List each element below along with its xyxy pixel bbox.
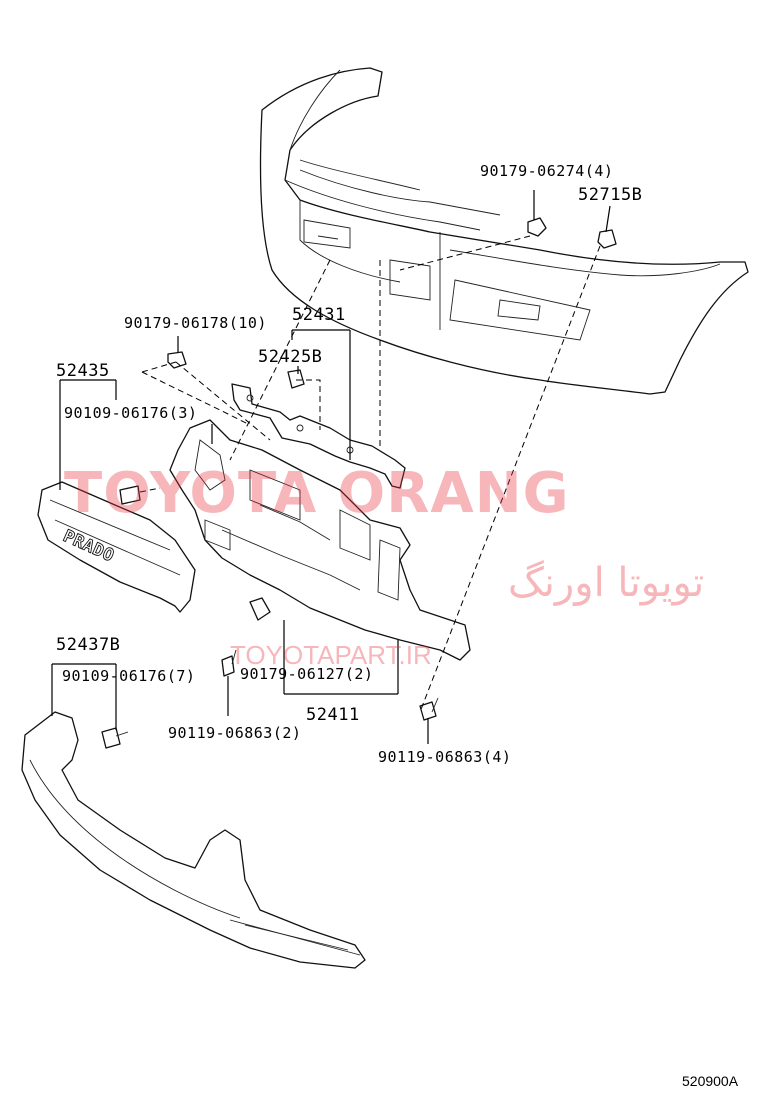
- label-90109-06176-b: 90109-06176(7): [62, 667, 195, 685]
- label-90179-06274: 90179-06274(4): [480, 162, 613, 180]
- label-52425B: 52425B: [258, 347, 322, 367]
- clip-icon: [101, 217, 617, 749]
- watermark-persian: تویوتا اورنگ: [508, 560, 704, 606]
- emblem-text: PRADO: [60, 526, 117, 566]
- label-52431: 52431: [292, 305, 346, 325]
- garnish-52435: [37, 481, 196, 613]
- watermark-url: TOYOTAPART.IR: [230, 640, 432, 670]
- bumper-cover: [259, 67, 749, 395]
- label-90119-06863-b: 90119-06863(4): [378, 748, 511, 766]
- lower-garnish-52437B: [21, 711, 366, 969]
- label-52435: 52435: [56, 361, 110, 381]
- label-90179-06178: 90179-06178(10): [124, 314, 267, 332]
- dashed-guides: [139, 235, 601, 713]
- watermark: TOYOTA ORANG تویوتا اورنگ TOYOTAPART.IR: [64, 461, 704, 670]
- label-52411: 52411: [306, 705, 360, 725]
- label-90179-06127: 90179-06127(2): [240, 665, 373, 683]
- grille-frame-52411: [169, 419, 471, 661]
- label-52437B: 52437B: [56, 635, 120, 655]
- leader-lines: [51, 190, 611, 744]
- reference-code: 520900A: [682, 1073, 739, 1089]
- label-90109-06176-a: 90109-06176(3): [64, 404, 197, 422]
- label-90119-06863-a: 90119-06863(2): [168, 724, 301, 742]
- label-52715B: 52715B: [578, 185, 642, 205]
- watermark-brand: TOYOTA ORANG: [64, 461, 570, 526]
